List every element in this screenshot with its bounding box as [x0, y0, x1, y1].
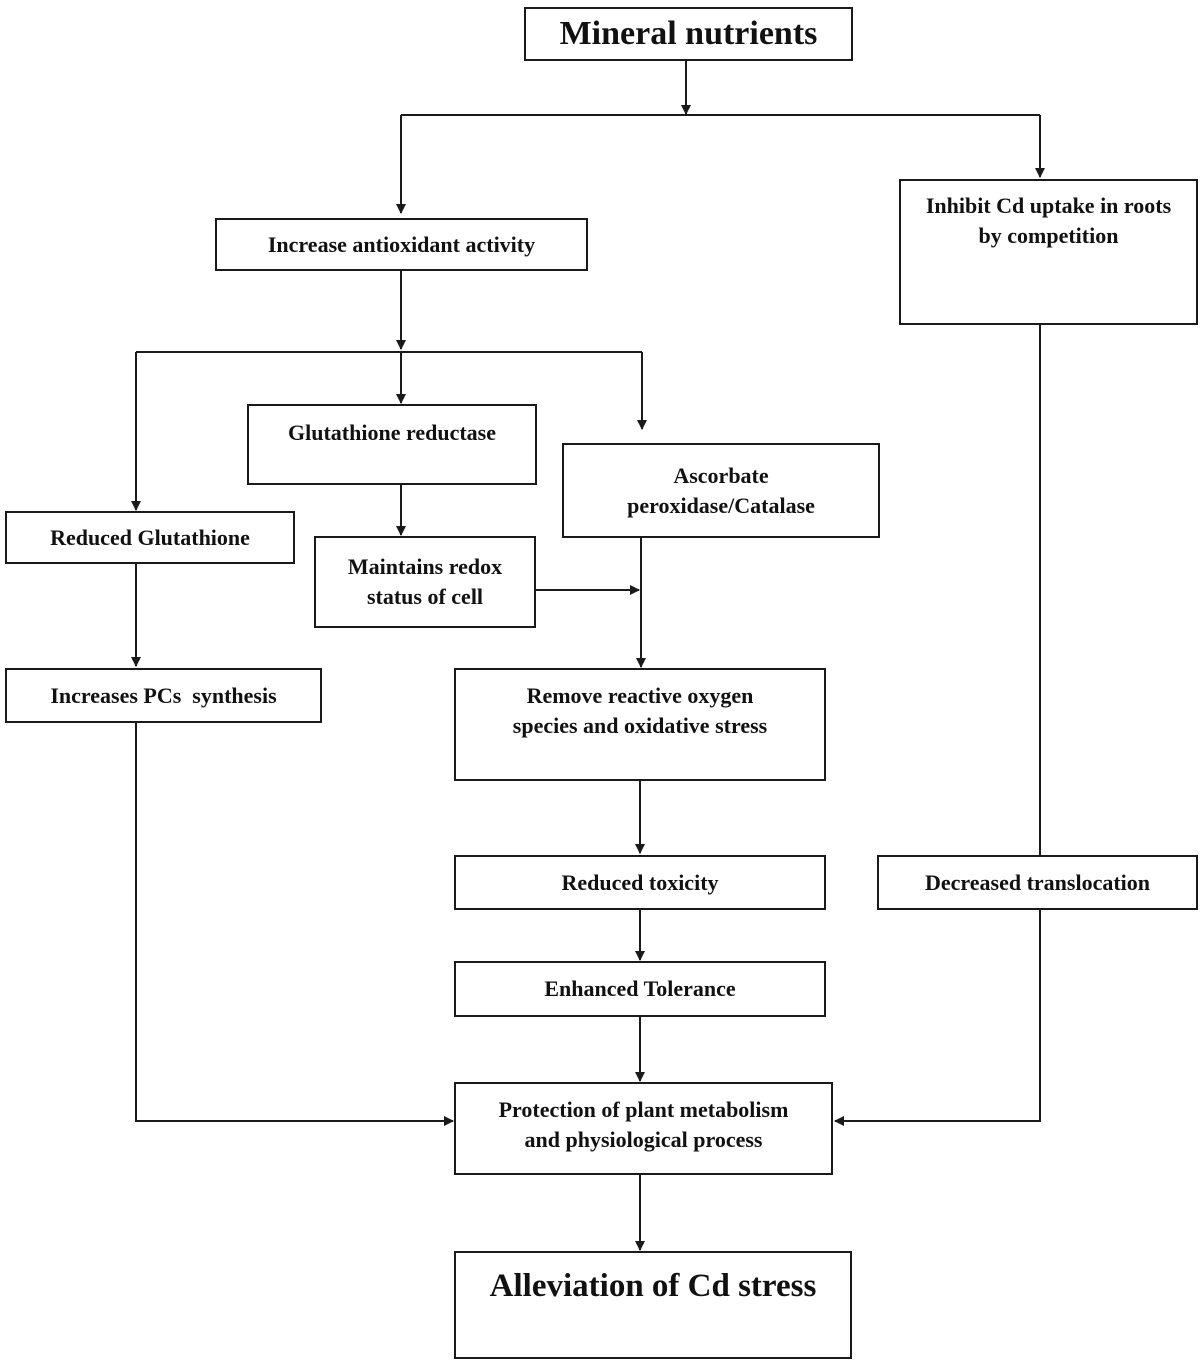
- reduced-toxicity-label: Reduced toxicity: [561, 869, 719, 895]
- protection-label: Protection of plant metabolism and physi…: [498, 1097, 789, 1152]
- enhanced-tolerance-box: Enhanced Tolerance: [454, 961, 826, 1017]
- increases-pcs-label: Increases PCs synthesis: [50, 682, 277, 708]
- connector-pcs-to-protection: [135, 722, 454, 1126]
- inhibit-cd-uptake-box: Inhibit Cd uptake in roots by competitio…: [899, 179, 1198, 325]
- increases-pcs-box: Increases PCs synthesis: [5, 668, 322, 723]
- mineral-nutrients-label: Mineral nutrients: [559, 15, 818, 52]
- mineral-nutrients-box: Mineral nutrients: [524, 7, 853, 61]
- increase-antioxidant-label: Increase antioxidant activity: [267, 231, 536, 257]
- maintains-redox-label: Maintains redox status of cell: [347, 554, 503, 609]
- remove-ros-label: Remove reactive oxygen species and oxida…: [512, 683, 768, 738]
- glutathione-reductase-box: Glutathione reductase: [247, 404, 537, 485]
- reduced-glutathione-box: Reduced Glutathione: [5, 511, 295, 564]
- ascorbate-peroxidase-label: Ascorbate peroxidase/Catalase: [627, 462, 815, 518]
- increase-antioxidant-box: Increase antioxidant activity: [215, 218, 588, 271]
- inhibit-cd-uptake-label: Inhibit Cd uptake in roots by competitio…: [925, 193, 1172, 248]
- ascorbate-peroxidase-box: Ascorbate peroxidase/Catalase: [562, 443, 880, 538]
- protection-box: Protection of plant metabolism and physi…: [454, 1082, 833, 1175]
- enhanced-tolerance-label: Enhanced Tolerance: [544, 976, 736, 1001]
- decreased-translocation-label: Decreased translocation: [924, 869, 1151, 895]
- reduced-toxicity-box: Reduced toxicity: [454, 855, 826, 910]
- maintains-redox-box: Maintains redox status of cell: [314, 536, 536, 628]
- glutathione-reductase-label: Glutathione reductase: [288, 420, 496, 445]
- alleviation-label: Alleviation of Cd stress: [489, 1268, 817, 1304]
- alleviation-box: Alleviation of Cd stress: [454, 1251, 852, 1359]
- reduced-glutathione-label: Reduced Glutathione: [50, 524, 250, 550]
- decreased-translocation-box: Decreased translocation: [877, 855, 1198, 910]
- connector-translocation-to-protection: [834, 909, 1041, 1126]
- remove-ros-box: Remove reactive oxygen species and oxida…: [454, 668, 826, 781]
